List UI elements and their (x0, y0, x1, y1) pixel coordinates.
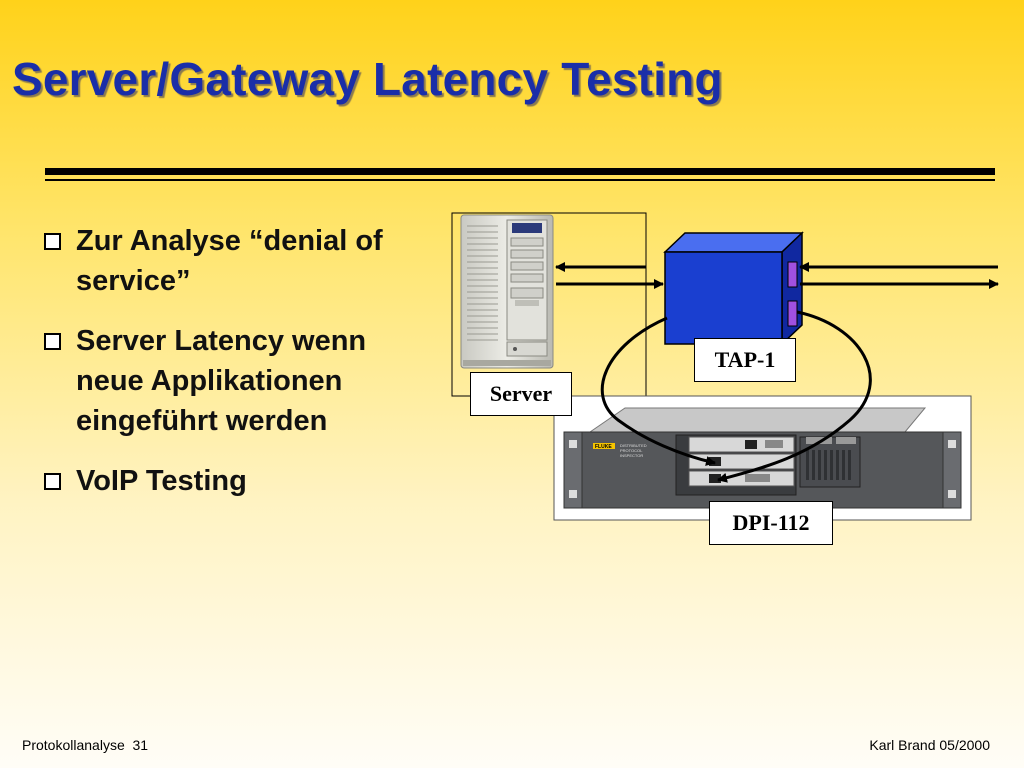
title-underline-thin (45, 179, 995, 181)
tap-monitor-curve-right (717, 310, 872, 483)
bullet-line: Server Latency wenn (76, 325, 367, 357)
bullet-line: eingeführt werden (76, 405, 328, 437)
brand-label: FLUKE (595, 444, 612, 450)
tap-port-icon (787, 300, 798, 327)
front-panel-text: DISTRIBUTED (620, 443, 647, 448)
front-panel-text: PROTOCOL (620, 448, 643, 453)
bullet-item: Zur Analyse “denial of service” (44, 221, 454, 301)
front-panel-text: INSPECTOR (620, 453, 643, 458)
bullet-line: service” (76, 265, 191, 297)
title-underline-thick (45, 168, 995, 175)
bullet-list: Zur Analyse “denial of service” Server L… (44, 221, 454, 521)
dpi-label: DPI-112 (709, 501, 833, 545)
server-tower-icon (460, 214, 554, 369)
server-label: Server (470, 372, 572, 416)
footer-right: Karl Brand 05/2000 (869, 737, 990, 753)
dpi-analyzer-icon: FLUKE DISTRIBUTED PROTOCOL INSPECTOR (563, 407, 962, 509)
square-bullet-icon (44, 233, 61, 250)
bullet-line: VoIP Testing (76, 465, 247, 497)
square-bullet-icon (44, 473, 61, 490)
bullet-line: Zur Analyse “denial of (76, 225, 383, 257)
bullet-item: VoIP Testing (44, 461, 454, 501)
square-bullet-icon (44, 333, 61, 350)
bullet-text: Server Latency wenn neue Applikationen e… (76, 321, 366, 441)
bullet-line: neue Applikationen (76, 365, 343, 397)
tap-port-icon (787, 261, 798, 288)
tap-monitor-curve-left (600, 316, 716, 466)
bullet-item: Server Latency wenn neue Applikationen e… (44, 321, 454, 441)
tap-label: TAP-1 (694, 338, 796, 382)
bullet-text: VoIP Testing (76, 461, 247, 501)
tap-device-icon (663, 231, 804, 346)
footer-left: Protokollanalyse 31 (22, 737, 149, 753)
bullet-text: Zur Analyse “denial of service” (76, 221, 383, 301)
slide-title: Server/Gateway Latency Testing (12, 53, 723, 105)
